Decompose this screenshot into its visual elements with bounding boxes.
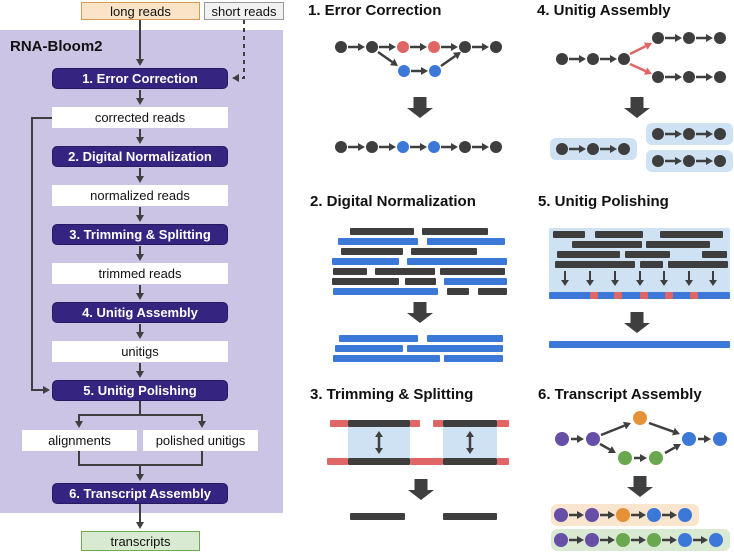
panel-1-title: 1. Error Correction <box>308 2 442 19</box>
artifact-alignments: alignments <box>22 430 137 451</box>
step-4-unitig-assembly: 4. Unitig Assembly <box>52 302 228 323</box>
artifact-normalized-reads: normalized reads <box>52 185 228 206</box>
artifact-polished-unitigs: polished unitigs <box>143 430 258 451</box>
input-long-reads: long reads <box>81 2 200 20</box>
step-3-trimming-splitting: 3. Trimming & Splitting <box>52 224 228 245</box>
step-2-digital-normalization: 2. Digital Normalization <box>52 146 228 167</box>
artifact-unitigs: unitigs <box>52 341 228 362</box>
panel-3-title: 3. Trimming & Splitting <box>310 386 474 403</box>
panel-6-title: 6. Transcript Assembly <box>538 386 702 403</box>
step-1-error-correction: 1. Error Correction <box>52 68 228 89</box>
step-6-transcript-assembly: 6. Transcript Assembly <box>52 483 228 504</box>
input-short-reads: short reads <box>204 2 284 20</box>
panel-4-title: 4. Unitig Assembly <box>537 2 671 19</box>
rna-bloom2-label: RNA-Bloom2 <box>10 38 103 55</box>
artifact-trimmed-reads: trimmed reads <box>52 263 228 284</box>
output-transcripts: transcripts <box>81 531 200 551</box>
step-5-unitig-polishing: 5. Unitig Polishing <box>52 380 228 401</box>
panel-2-title: 2. Digital Normalization <box>310 193 476 210</box>
artifact-corrected-reads: corrected reads <box>52 107 228 128</box>
panel-5-title: 5. Unitig Polishing <box>538 193 669 210</box>
